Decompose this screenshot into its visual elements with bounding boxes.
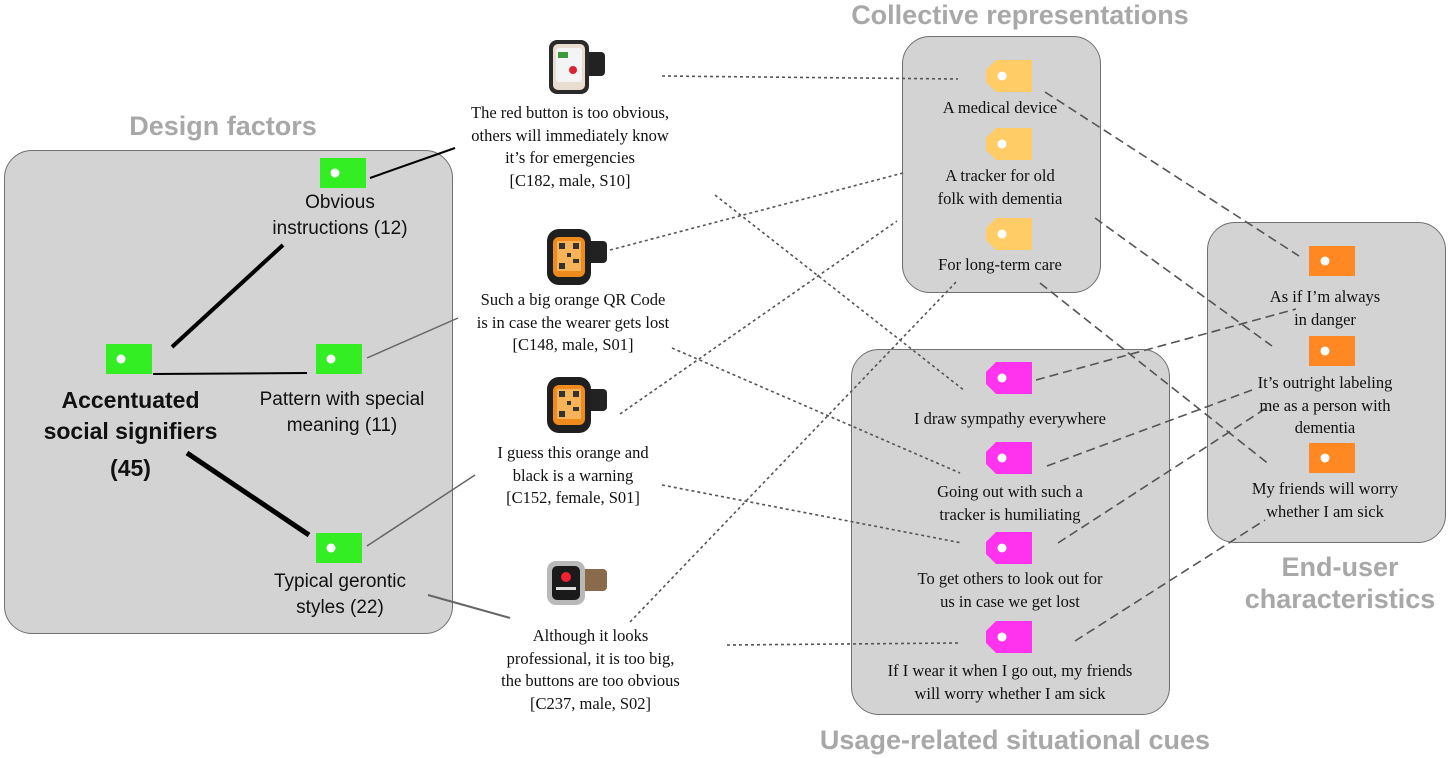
- factor-line: Typical gerontic: [273, 571, 406, 592]
- quote-citation: [C152, female, S01]: [506, 488, 640, 507]
- factor-line: meaning (11): [286, 415, 398, 436]
- quote-citation: [C182, male, S10]: [509, 170, 631, 190]
- enduser-line: in danger: [1294, 309, 1356, 329]
- enduser-line: It’s outright labeling: [1257, 373, 1393, 392]
- quote-line: professional, it is too big,: [506, 648, 675, 668]
- usage-line: tracker is humiliating: [939, 504, 1081, 524]
- usage-line: If I wear it when I go out, my friends: [887, 661, 1133, 680]
- smartwatch-icon: [545, 555, 607, 616]
- usage-tag-icon: [986, 362, 1032, 394]
- usage-tag-icon: [986, 442, 1032, 474]
- factor-obvious-label: Obvious instructions (12): [240, 190, 440, 242]
- main-tag-icon: [106, 344, 152, 374]
- enduser-line: dementia: [1294, 418, 1356, 437]
- collective-tag-icon: [986, 218, 1032, 250]
- quote-line: The red button is too obvious,: [471, 103, 669, 122]
- obvious-tag-icon: [320, 158, 366, 188]
- factor-line: Obvious: [305, 192, 375, 213]
- enduser-tag-icon: [1309, 336, 1355, 366]
- main-factor-label: Accentuated social signifiers (45): [13, 385, 248, 484]
- end-user-heading: End-user characteristics: [1240, 551, 1440, 615]
- main-factor-line: social signifiers: [43, 418, 218, 444]
- quote-line: others will immediately know: [471, 125, 669, 145]
- quote-line: is in case the wearer gets lost: [476, 312, 670, 332]
- design-factors-panel: [4, 150, 453, 634]
- quote-line: I guess this orange and: [497, 443, 649, 462]
- factor-gerontic-label: Typical gerontic styles (22): [240, 569, 440, 621]
- usage-line: To get others to look out for: [917, 569, 1103, 588]
- usage-lookout-label: To get others to look out for us in case…: [860, 568, 1160, 613]
- collective-representations-heading: Collective representations: [851, 0, 1189, 30]
- usage-line: will worry whether I am sick: [914, 683, 1106, 703]
- usage-humiliating-label: Going out with such a tracker is humilia…: [860, 481, 1160, 526]
- enduser-tag-icon: [1309, 246, 1355, 276]
- collective-line: A tracker for old: [945, 166, 1055, 185]
- quote-2: Such a big orange QR Code is in case the…: [448, 289, 698, 357]
- factor-line: styles (22): [296, 597, 384, 618]
- pattern-tag-icon: [316, 344, 362, 374]
- quote-line: Although it looks: [532, 626, 649, 645]
- collective-tag-icon: [986, 128, 1032, 160]
- quote-line: the buttons are too obvious: [501, 671, 680, 690]
- collective-medical-label: A medical device: [942, 98, 1058, 117]
- quote-4: Although it looks professional, it is to…: [478, 625, 703, 715]
- enduser-line: As if I’m always: [1269, 287, 1381, 306]
- quote-citation: [C237, male, S02]: [530, 693, 651, 713]
- usage-worry-label: If I wear it when I go out, my friends w…: [860, 660, 1160, 705]
- enduser-line: me as a person with: [1259, 395, 1391, 415]
- enduser-danger-label: As if I’m always in danger: [1220, 286, 1430, 331]
- quote-line: Such a big orange QR Code: [480, 290, 666, 309]
- factor-line: instructions (12): [272, 218, 408, 239]
- enduser-line: My friends will worry: [1251, 479, 1399, 498]
- usage-cues-heading: Usage-related situational cues: [819, 725, 1211, 755]
- quote-citation: [C148, male, S01]: [512, 335, 634, 354]
- factor-pattern-label: Pattern with special meaning (11): [232, 387, 452, 439]
- smartwatch-icon: [545, 38, 605, 101]
- quote-3: I guess this orange and black is a warni…: [468, 442, 678, 510]
- usage-tag-icon: [986, 532, 1032, 564]
- factor-line: Pattern with special: [259, 389, 425, 410]
- smartwatch-icon: [545, 373, 607, 442]
- enduser-line: whether I am sick: [1266, 501, 1384, 521]
- gerontic-tag-icon: [316, 533, 362, 563]
- main-factor-line: Accentuated: [61, 387, 200, 413]
- collective-tag-icon: [986, 60, 1032, 92]
- quote-1: The red button is too obvious, others wi…: [440, 102, 700, 192]
- enduser-friends-label: My friends will worry whether I am sick: [1220, 478, 1430, 523]
- main-factor-count: (45): [110, 455, 151, 481]
- collective-dementia-label: A tracker for old folk with dementia: [910, 165, 1090, 210]
- end-user-heading-line: characteristics: [1244, 584, 1436, 614]
- quote-line: it’s for emergencies: [505, 148, 635, 167]
- usage-sympathy-label: I draw sympathy everywhere: [914, 409, 1106, 428]
- usage-tag-icon: [986, 621, 1032, 653]
- usage-line: Going out with such a: [937, 482, 1083, 501]
- quote-line: black is a warning: [512, 465, 634, 485]
- design-factors-heading: Design factors: [129, 111, 317, 141]
- end-user-heading-line: End-user: [1281, 552, 1399, 582]
- usage-line: us in case we get lost: [940, 591, 1080, 611]
- collective-line: folk with dementia: [937, 188, 1063, 208]
- smartwatch-icon: [545, 225, 607, 294]
- enduser-labeling-label: It’s outright labeling me as a person wi…: [1220, 372, 1430, 440]
- collective-longterm-label: For long-term care: [938, 255, 1062, 274]
- enduser-tag-icon: [1309, 443, 1355, 473]
